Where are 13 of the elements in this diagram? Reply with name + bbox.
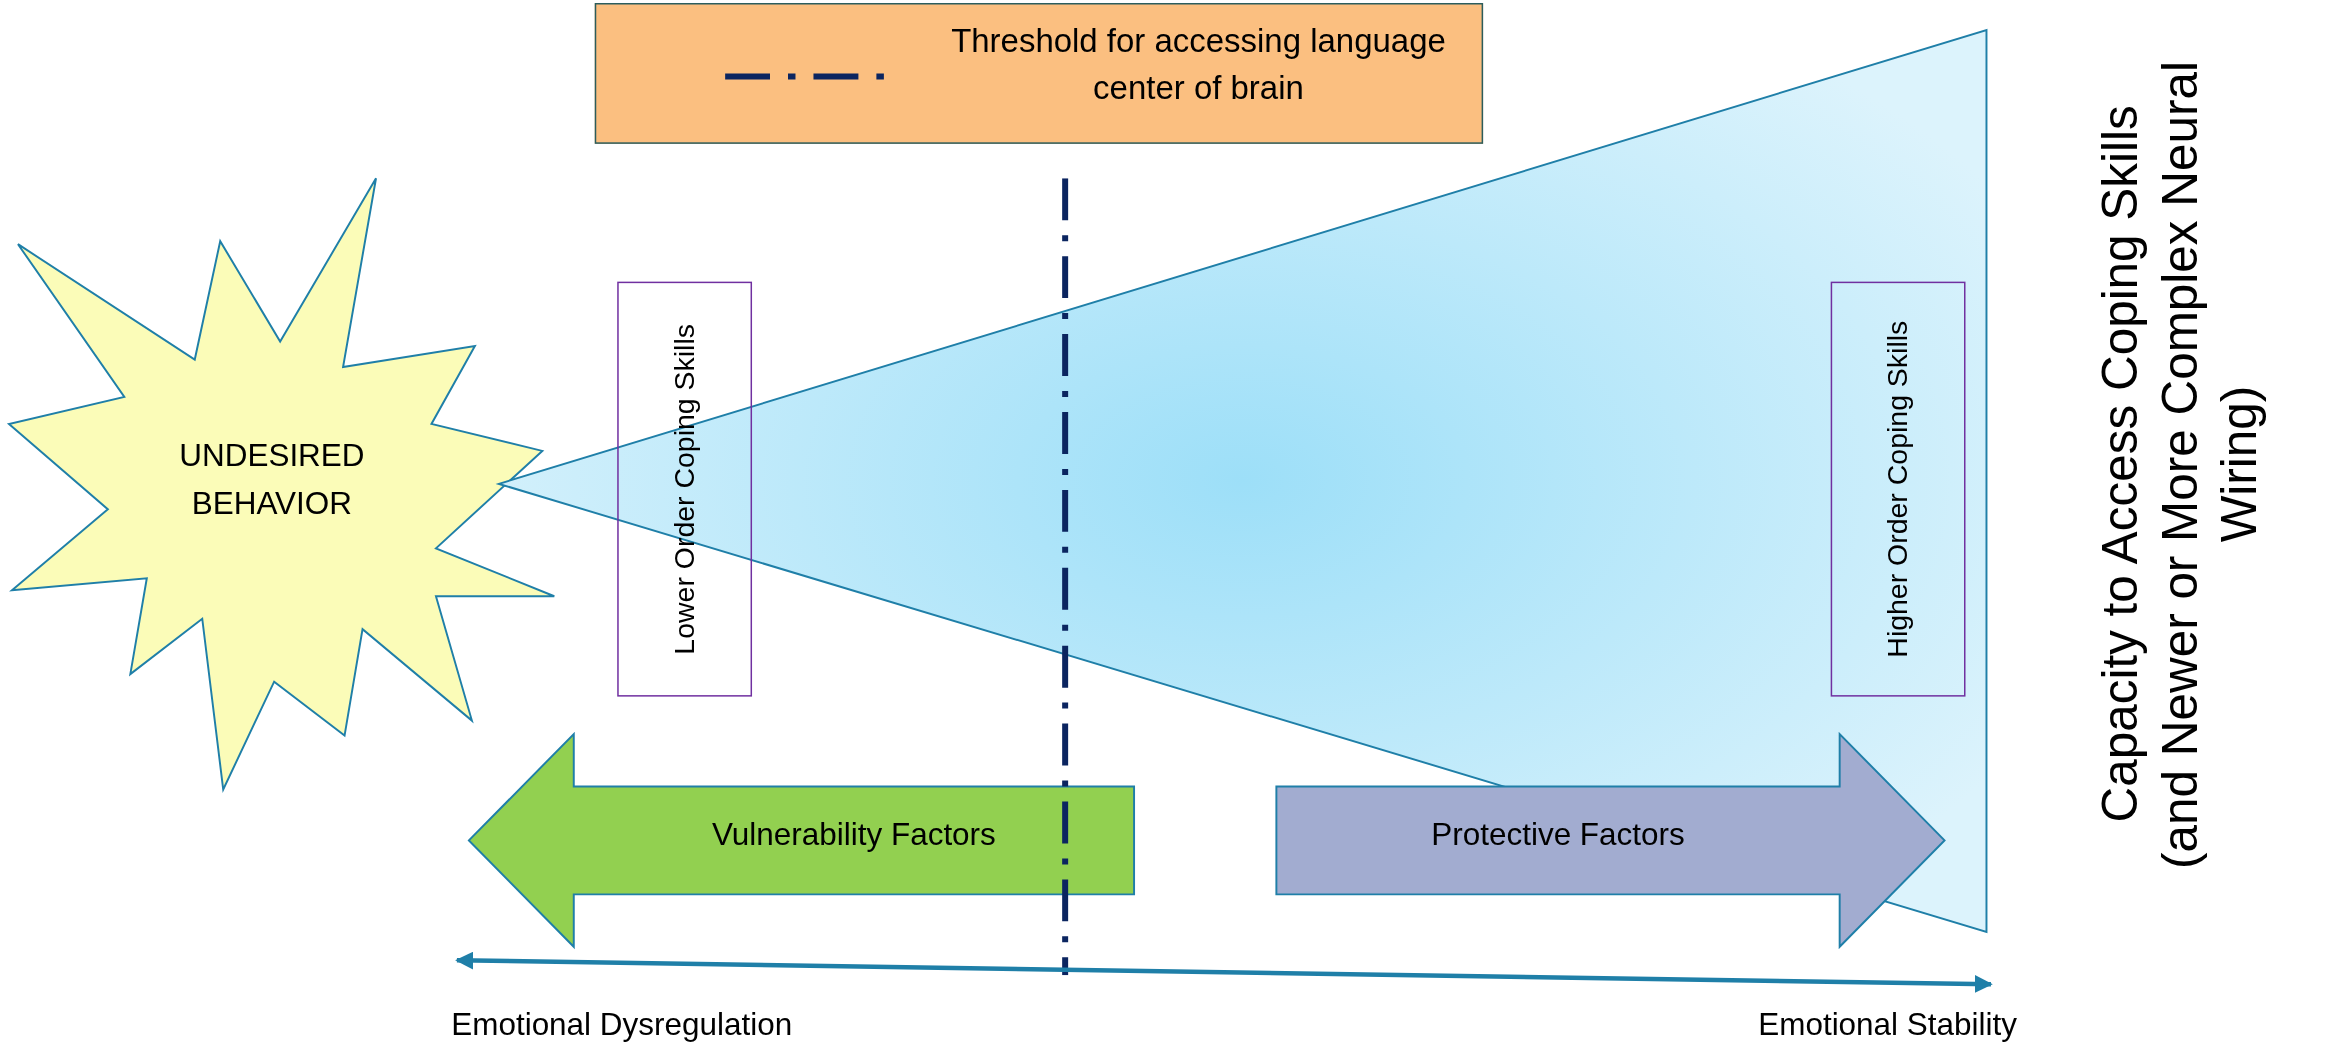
node-label: Vulnerability Factors [711,816,997,853]
axis-end-label: Emotional Dysregulation [450,1006,794,1043]
legend-label: Threshold for accessing language center of brain [950,21,1447,109]
node-label: Lower Order Coping Skills [667,322,701,657]
axis-title: Capacity to Access Coping Skills (and Newer or More Complex Neural Wiring) [2091,59,2268,869]
node-label: Protective Factors [1430,816,1686,853]
node-label: UNDESIRED BEHAVIOR [178,436,366,522]
coping-skills-box [1830,281,1966,697]
right-block-arrow [1276,734,1945,947]
axis-end-label: Emotional Stability [1757,1006,2018,1043]
left-block-arrow [468,734,1135,947]
node-label: Higher Order Coping Skills [1880,319,1915,660]
coping-skills-box [617,281,753,697]
